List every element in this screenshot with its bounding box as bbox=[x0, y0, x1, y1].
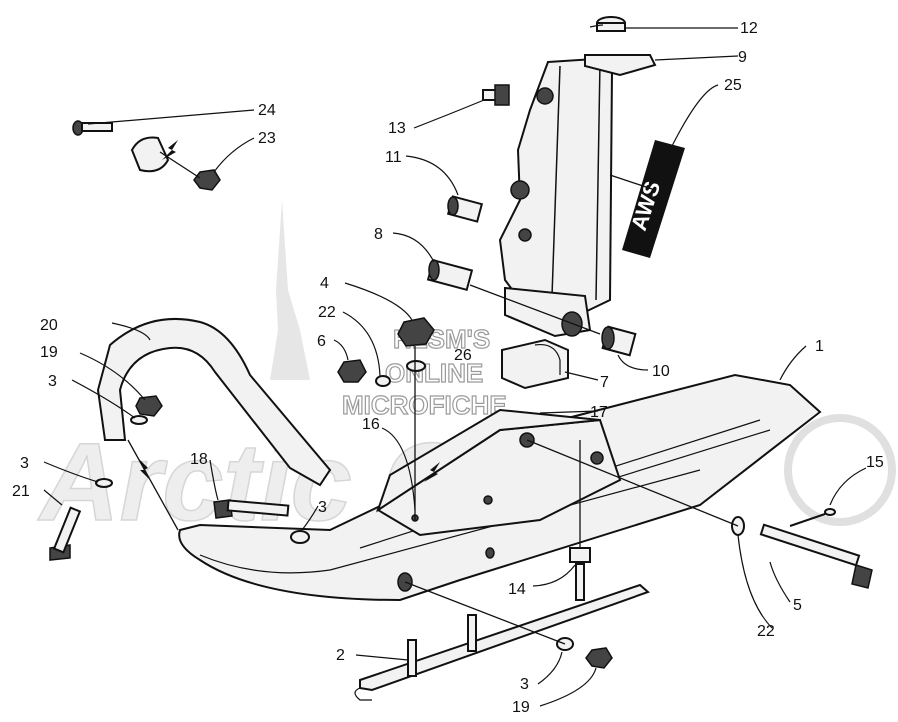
callout-5: 5 bbox=[793, 597, 802, 614]
bolt-18 bbox=[213, 499, 290, 519]
ski-saddle bbox=[376, 408, 622, 537]
ski-loop bbox=[96, 317, 332, 487]
clip-bracket bbox=[130, 136, 170, 173]
callout-3: 3 bbox=[318, 499, 327, 516]
nut-19-bottom bbox=[585, 647, 613, 669]
callout-25: 25 bbox=[724, 77, 742, 94]
bolt-21 bbox=[49, 506, 82, 561]
callout-19: 19 bbox=[512, 699, 530, 716]
washer-3-left-lower bbox=[95, 478, 113, 488]
spacer-14 bbox=[569, 547, 591, 563]
watermark-line3: MICROFICHE bbox=[342, 390, 507, 420]
washer-26 bbox=[406, 360, 426, 372]
callout-14: 14 bbox=[508, 581, 526, 598]
callout-3: 3 bbox=[48, 373, 57, 390]
callout-6: 6 bbox=[317, 333, 326, 350]
callout-20: 20 bbox=[40, 317, 58, 334]
bushing-lower bbox=[426, 258, 474, 292]
bushing-10 bbox=[601, 325, 637, 357]
callout-3: 3 bbox=[20, 455, 29, 472]
nut-23 bbox=[193, 169, 221, 191]
callout-15: 15 bbox=[866, 454, 884, 471]
assembly-guides bbox=[127, 151, 739, 645]
callout-22: 22 bbox=[757, 623, 775, 640]
watermark-spire bbox=[270, 200, 310, 380]
arrow-icon bbox=[424, 462, 440, 482]
callout-1: 1 bbox=[815, 338, 824, 355]
callout-10: 10 bbox=[652, 363, 670, 380]
nut-19-left bbox=[135, 395, 163, 417]
callout-8: 8 bbox=[374, 226, 383, 243]
damper-block bbox=[501, 338, 569, 390]
arrow-icon bbox=[138, 458, 150, 480]
bolt-24 bbox=[72, 120, 113, 136]
callout-9: 9 bbox=[738, 49, 747, 66]
watermark-line2: ONLINE bbox=[385, 358, 483, 388]
nut-6 bbox=[337, 359, 367, 383]
washer-3-center bbox=[290, 530, 310, 544]
callout-19: 19 bbox=[40, 344, 58, 361]
cotter-pin-15 bbox=[789, 508, 836, 527]
callout-26: 26 bbox=[454, 347, 472, 364]
callout-4: 4 bbox=[320, 275, 329, 292]
callout-21: 21 bbox=[12, 483, 30, 500]
callout-3: 3 bbox=[520, 676, 529, 693]
washer-22-left bbox=[375, 375, 391, 387]
callout-11: 11 bbox=[385, 149, 402, 166]
lock-nut bbox=[397, 317, 435, 347]
callout-18: 18 bbox=[190, 451, 208, 468]
arrow-icon bbox=[162, 140, 178, 160]
grease-fitting bbox=[482, 84, 510, 106]
aws-decal: AWS bbox=[622, 140, 685, 258]
callout-22: 22 bbox=[318, 304, 336, 321]
callout-12: 12 bbox=[740, 20, 758, 37]
callout-7: 7 bbox=[600, 374, 609, 391]
leader-lines bbox=[43, 24, 867, 707]
callout-24: 24 bbox=[258, 102, 276, 119]
through-bolt-5 bbox=[759, 523, 873, 589]
callout-17: 17 bbox=[590, 404, 608, 421]
callout-16: 16 bbox=[362, 416, 380, 433]
callout-2: 2 bbox=[336, 647, 345, 664]
bushing-upper bbox=[446, 195, 484, 223]
watermark-wheel-icon bbox=[784, 414, 896, 526]
callout-23: 23 bbox=[258, 130, 276, 147]
spindle-housing bbox=[498, 54, 657, 338]
callout-13: 13 bbox=[388, 120, 406, 137]
wear-bar bbox=[354, 563, 650, 701]
callouts: 1 2 3 3 3 3 4 5 6 7 8 9 10 11 12 13 14 1… bbox=[12, 20, 884, 716]
